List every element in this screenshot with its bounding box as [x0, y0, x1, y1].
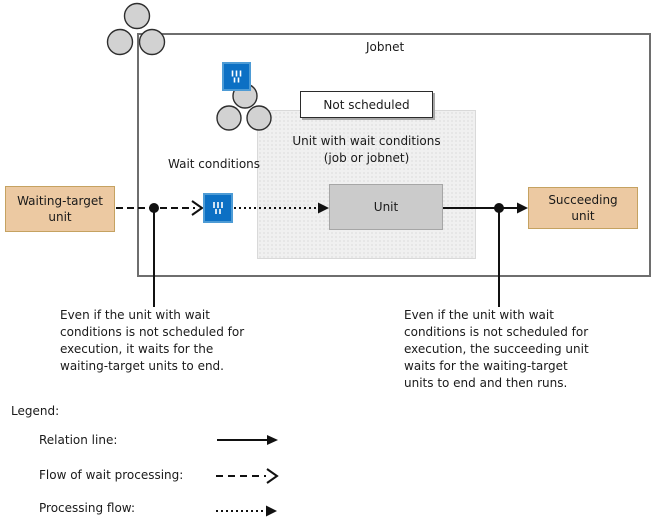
- unit-with-wait-conditions-region: [257, 110, 476, 259]
- not-scheduled-label: Not scheduled: [323, 97, 410, 112]
- succeeding-unit-box: Succeeding unit: [528, 187, 638, 229]
- unit-label: Unit: [373, 200, 399, 214]
- legend-processing-arrowhead: [266, 505, 277, 517]
- left-annotation-note: Even if the unit with wait conditions is…: [60, 308, 245, 373]
- right-annotation-note: Even if the unit with wait conditions is…: [404, 308, 589, 390]
- wait-conditions-icon: [222, 62, 251, 91]
- legend-item-relation-line: Relation line:: [39, 433, 118, 447]
- waiting-target-unit-box: Waiting-target unit: [5, 186, 115, 232]
- wait-conditions-label: Wait conditions: [168, 157, 261, 171]
- legend-title: Legend:: [11, 404, 60, 418]
- legend-item-processing-flow: Processing flow:: [39, 501, 135, 515]
- legend-relation-arrowhead: [267, 435, 278, 445]
- wait-conditions-icon: [203, 193, 233, 223]
- unit-box: Unit: [329, 184, 443, 230]
- jobnet-box: [137, 33, 651, 277]
- not-scheduled-box: Not scheduled: [300, 91, 433, 118]
- jobnet-label: Jobnet: [366, 40, 405, 54]
- wait-conditions-glyph: [231, 70, 242, 83]
- legend-item-flow-of-wait-processing: Flow of wait processing:: [39, 468, 184, 482]
- legend-wait-flow-open-arrowhead: [266, 468, 279, 484]
- wait-conditions-glyph: [213, 202, 223, 214]
- unit-with-wait-conditions-label: Unit with wait conditions (job or jobnet…: [292, 134, 441, 165]
